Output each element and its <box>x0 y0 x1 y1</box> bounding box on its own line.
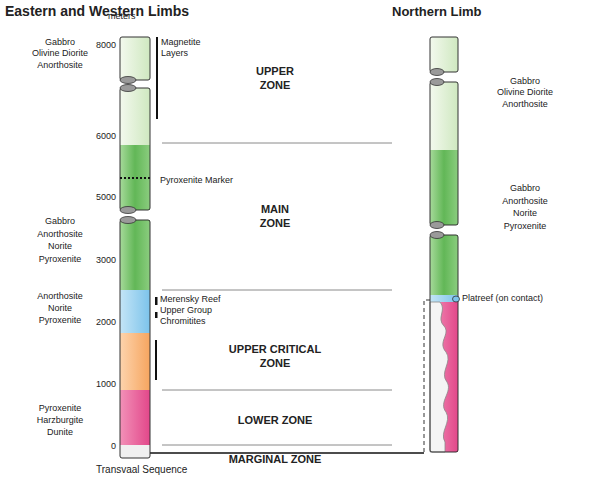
zone-name: UPPER CRITICAL ZONE <box>225 342 325 371</box>
depth-value: 0 <box>76 441 116 452</box>
break-symbol <box>430 69 444 76</box>
platreef-symbol <box>453 296 460 302</box>
column-segment <box>120 290 150 333</box>
layer-bar <box>156 37 158 119</box>
rock-type: Pyroxenite Harzburgite Dunite <box>31 402 89 438</box>
layer-note: Magnetite Layers <box>161 37 206 59</box>
layer-bar <box>155 297 158 305</box>
layer-note: Merensky Reef Upper Group Chromitites <box>160 294 224 326</box>
column-segment <box>430 82 458 150</box>
column-segment <box>430 235 458 295</box>
depth-value: 1000 <box>76 379 116 390</box>
depth-value: 2000 <box>76 317 116 328</box>
column-segment <box>120 220 150 290</box>
depth-value: 3000 <box>76 255 116 266</box>
rock-type: Gabbro Anorthosite Norite Pyroxenite <box>31 215 89 265</box>
column-segment <box>120 390 150 445</box>
column-outline <box>120 220 150 458</box>
zone-name: LOWER ZONE <box>215 413 335 427</box>
depth-value: 6000 <box>76 131 116 142</box>
column-segment <box>430 37 458 72</box>
basement-label: Transvaal Sequence <box>96 464 216 476</box>
zone-boundary <box>162 445 392 446</box>
column-segment <box>120 333 150 390</box>
layer-note: Pyroxenite Marker <box>160 175 270 186</box>
zone-boundary <box>162 290 392 291</box>
break-symbol <box>430 222 444 229</box>
break-symbol <box>430 79 444 86</box>
column-heading: Northern Limb <box>392 4 532 20</box>
column-outline <box>430 235 458 452</box>
layer-bar <box>155 312 158 318</box>
marker-line <box>120 177 150 179</box>
zone-name: MAIN ZONE <box>250 202 300 231</box>
rock-type: Gabbro Anorthosite Norite Pyroxenite <box>496 182 554 232</box>
footwall-contact <box>430 302 448 452</box>
break-symbol <box>430 232 444 239</box>
layer-bar <box>155 340 157 380</box>
zone-boundary <box>162 390 392 391</box>
break-symbol <box>120 85 136 92</box>
column-segment <box>120 37 150 80</box>
rock-type: Gabbro Olivine Diorite Anorthosite <box>31 37 89 71</box>
column-outline <box>120 88 150 210</box>
break-symbol <box>120 217 136 224</box>
rock-type: Anorthosite Norite Pyroxenite <box>31 290 89 326</box>
dashed-bracket <box>424 300 430 453</box>
column-segment <box>120 445 150 458</box>
axis-unit: meters <box>108 11 148 22</box>
column-outline <box>430 82 458 225</box>
column-segment <box>430 150 458 225</box>
column-segment <box>120 145 150 210</box>
column-segment <box>430 302 458 452</box>
rock-type: Gabbro Olivine Diorite Anorthosite <box>496 76 554 110</box>
break-symbol <box>120 207 136 214</box>
zone-name: UPPER ZONE <box>250 64 300 93</box>
zone-name: MARGINAL ZONE <box>215 452 335 466</box>
break-symbol <box>120 77 136 84</box>
layer-note: Platreef (on contact) <box>462 293 582 304</box>
column-segment <box>120 88 150 145</box>
depth-value: 5000 <box>76 192 116 203</box>
zone-boundary <box>162 143 392 144</box>
